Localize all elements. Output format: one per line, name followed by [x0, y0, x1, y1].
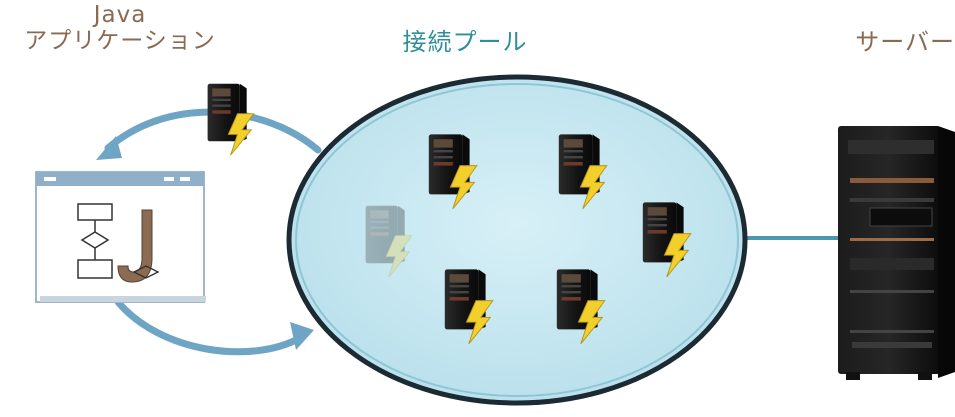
application-window-icon — [35, 171, 206, 303]
java-application-label: Java アプリケーション — [0, 2, 240, 54]
request-arrowhead — [290, 322, 314, 350]
connection-pool-label: 接続プール — [402, 28, 528, 56]
return-arrowhead — [96, 136, 122, 160]
connection-pool-ellipse — [286, 74, 748, 406]
java-application-label-line1: Java — [93, 2, 147, 28]
server-tower-icon — [838, 126, 955, 380]
java-application-label-line2: アプリケーション — [24, 28, 216, 54]
request-arrow — [114, 298, 304, 356]
returning-connection-icon — [207, 83, 255, 156]
server-label: サーバー — [855, 28, 955, 56]
